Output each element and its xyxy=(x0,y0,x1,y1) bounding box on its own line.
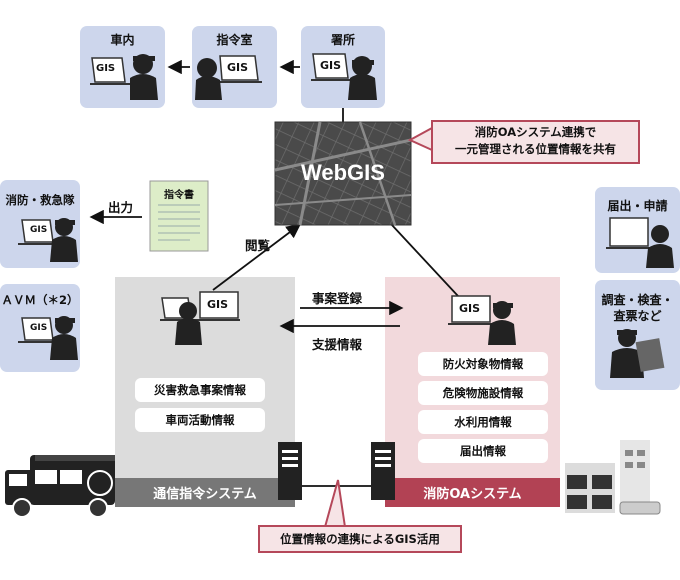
output-label: 出力 xyxy=(108,200,134,215)
gis-label-command: GIS xyxy=(227,61,249,74)
gis-label-comm: GIS xyxy=(207,298,229,311)
fire-truck-icon xyxy=(5,455,115,518)
station-fire-station-label: 署所 xyxy=(330,33,355,47)
person-computer-notification-icon xyxy=(606,217,674,268)
comm-item-disaster: 災害救急事案情報 xyxy=(135,378,265,402)
case-registration-label: 事案登録 xyxy=(312,291,363,306)
comm-system-name-bar xyxy=(115,478,295,507)
oa-item-hazard: 危険物施設情報 xyxy=(418,381,548,405)
person-clipboard-inspection-icon xyxy=(610,329,665,378)
person-computer-comm-icon xyxy=(160,291,240,345)
webgis-callout: 消防OAシステム連携で 一元管理される位置情報を共有 xyxy=(431,120,640,164)
oa-system-name-bar xyxy=(385,478,560,507)
support-info-label: 支援情報 xyxy=(312,337,363,352)
person-computer-oa-icon xyxy=(448,295,516,345)
comm-item-vehicle: 車両活動情報 xyxy=(135,408,265,432)
station-notification-label: 届出・申請 xyxy=(607,199,668,213)
gis-label-oa: GIS xyxy=(459,302,481,315)
browse-label: 閲覧 xyxy=(245,238,271,253)
webgis-title: WebGIS xyxy=(301,160,385,185)
station-command-room-label: 指令室 xyxy=(216,33,253,47)
station-car-label: 車内 xyxy=(110,33,135,47)
station-inspection-label: 調査・検査・ 査票など xyxy=(601,293,674,323)
person-computer-command-icon xyxy=(195,55,262,100)
gis-label-car: GIS xyxy=(96,63,116,74)
arrow-browse xyxy=(212,223,301,291)
document-icon xyxy=(149,180,209,252)
comm-system-name: 通信指令システム xyxy=(153,487,257,502)
gis-label-avm: GIS xyxy=(30,323,48,333)
webgis-map xyxy=(274,121,412,226)
station-rescue-label: 消防・救急隊 xyxy=(5,193,75,207)
document-label: 指令書 xyxy=(164,190,194,201)
fire-station-building-icon xyxy=(565,440,661,515)
oa-item-water: 水利用情報 xyxy=(418,410,548,434)
person-computer-avm-icon xyxy=(18,316,78,360)
bottom-callout: 位置情報の連携によるGIS活用 xyxy=(258,525,462,553)
oa-system-name: 消防OAシステム xyxy=(423,487,522,502)
station-avm-label: ＡＶＭ（＊2） xyxy=(1,293,79,307)
oa-item-fire-prevention: 防火対象物情報 xyxy=(418,352,548,376)
person-computer-station-icon xyxy=(311,53,377,100)
oa-item-notification: 届出情報 xyxy=(418,439,548,463)
server-icon-comm xyxy=(278,442,302,500)
person-computer-rescue-icon xyxy=(18,218,78,262)
server-icon-oa xyxy=(371,442,395,500)
gis-label-station: GIS xyxy=(320,59,342,72)
line-webgis-oa xyxy=(390,223,459,297)
gis-label-rescue: GIS xyxy=(30,225,48,235)
person-computer-car-icon xyxy=(90,54,158,100)
